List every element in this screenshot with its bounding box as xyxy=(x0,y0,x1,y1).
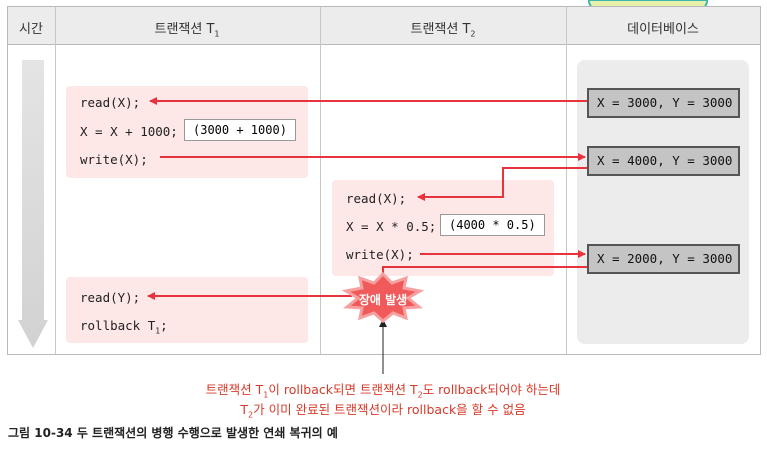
db-state-1: X = 3000, Y = 3000 xyxy=(587,88,740,118)
arrow-db-to-t2-read-x xyxy=(417,167,587,201)
time-arrow xyxy=(18,60,48,348)
t1-read-x: read(X); xyxy=(80,95,141,110)
t2-assign-x: X = X * 0.5; xyxy=(346,219,437,234)
t1-rollback: rollback T1; xyxy=(80,318,168,336)
t1-read-y: read(Y); xyxy=(80,290,141,305)
t1-assign-x: X = X + 1000; xyxy=(80,124,178,139)
arrow-db-to-failure xyxy=(382,266,587,285)
db-state-3: X = 2000, Y = 3000 xyxy=(587,244,740,274)
header-bar xyxy=(8,7,760,45)
header-t2: 트랜잭션 T2 xyxy=(410,22,476,39)
failure-label: 장애 발생 xyxy=(358,293,408,307)
divider-t2 xyxy=(566,7,567,354)
t1-block-bottom xyxy=(66,277,308,343)
divider-time xyxy=(55,7,56,354)
header-time: 시간 xyxy=(19,22,43,37)
header-db: 데이터베이스 xyxy=(627,22,699,37)
note-line-1: 트랜잭션 T1이 rollback되면 트랜잭션 T2도 rollback되어야… xyxy=(205,382,561,400)
t2-calc: (4000 * 0.5) xyxy=(440,214,545,236)
divider-t1 xyxy=(320,7,321,354)
t2-read-x: read(X); xyxy=(346,191,407,206)
header-t1: 트랜잭션 T1 xyxy=(154,22,220,39)
note-line-2: T2가 이미 완료된 트랜잭션이라 rollback을 할 수 없음 xyxy=(240,402,526,420)
t1-calc: (3000 + 1000) xyxy=(184,119,296,141)
db-state-2: X = 4000, Y = 3000 xyxy=(587,146,740,176)
diagram-frame xyxy=(7,6,761,355)
t2-write-x: write(X); xyxy=(346,247,414,262)
figure-caption: 그림 10-34 두 트랜잭션의 병행 수행으로 발생한 연쇄 복귀의 예 xyxy=(8,426,338,440)
failure-starburst xyxy=(341,271,425,323)
t1-write-x: write(X); xyxy=(80,152,148,167)
